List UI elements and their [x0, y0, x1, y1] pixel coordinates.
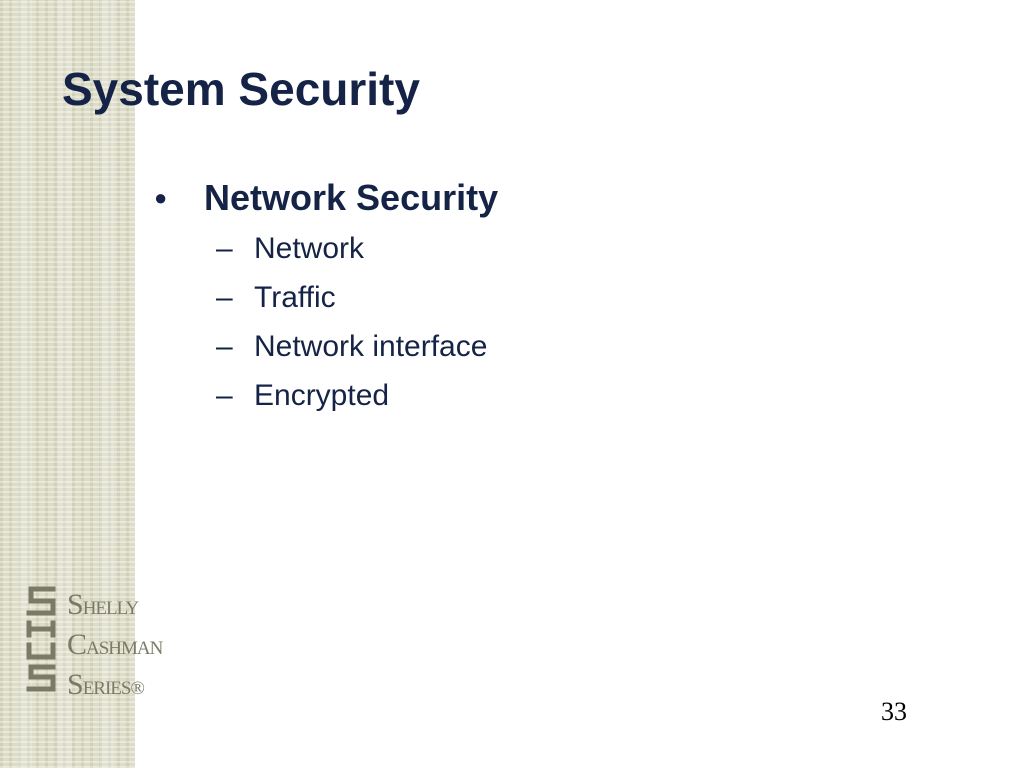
dash-icon: – — [216, 280, 233, 314]
slide-title: System Security — [62, 63, 420, 115]
bullet-item: ● Network Security — [150, 172, 498, 224]
logo-word: SHELLY — [67, 588, 139, 621]
band-streak — [58, 0, 72, 768]
logo-word: SERIES® — [67, 668, 145, 701]
dash-icon: – — [216, 329, 233, 363]
logo-wordmark: SHELLY CASHMAN SERIES® — [67, 587, 163, 707]
sub-bullet-item: – Network — [150, 224, 498, 273]
page-number: 33 — [881, 697, 907, 726]
sub-bullet-text: Traffic — [254, 280, 336, 314]
sub-bullet-list: – Network – Traffic – Network interface … — [150, 224, 498, 420]
bullet-text: Network Security — [204, 177, 499, 218]
sub-bullet-text: Encrypted — [254, 378, 390, 412]
sub-bullet-text: Network — [254, 231, 365, 265]
sub-bullet-item: – Network interface — [150, 322, 498, 371]
left-decorative-band — [0, 0, 135, 768]
slide-content: ● Network Security – Network – Traffic –… — [150, 172, 498, 420]
shelly-cashman-series-logo-icon — [26, 586, 56, 692]
dash-icon: – — [216, 231, 233, 265]
band-streak — [18, 0, 32, 768]
band-streak — [100, 0, 114, 768]
sub-bullet-item: – Traffic — [150, 273, 498, 322]
dash-icon: – — [216, 378, 233, 412]
bullet-dot-icon: ● — [154, 185, 168, 210]
sub-bullet-item: – Encrypted — [150, 371, 498, 420]
logo-word: CASHMAN — [67, 628, 163, 661]
shelly-cashman-logo: SHELLY CASHMAN SERIES® — [25, 583, 163, 701]
sub-bullet-text: Network interface — [254, 329, 488, 363]
